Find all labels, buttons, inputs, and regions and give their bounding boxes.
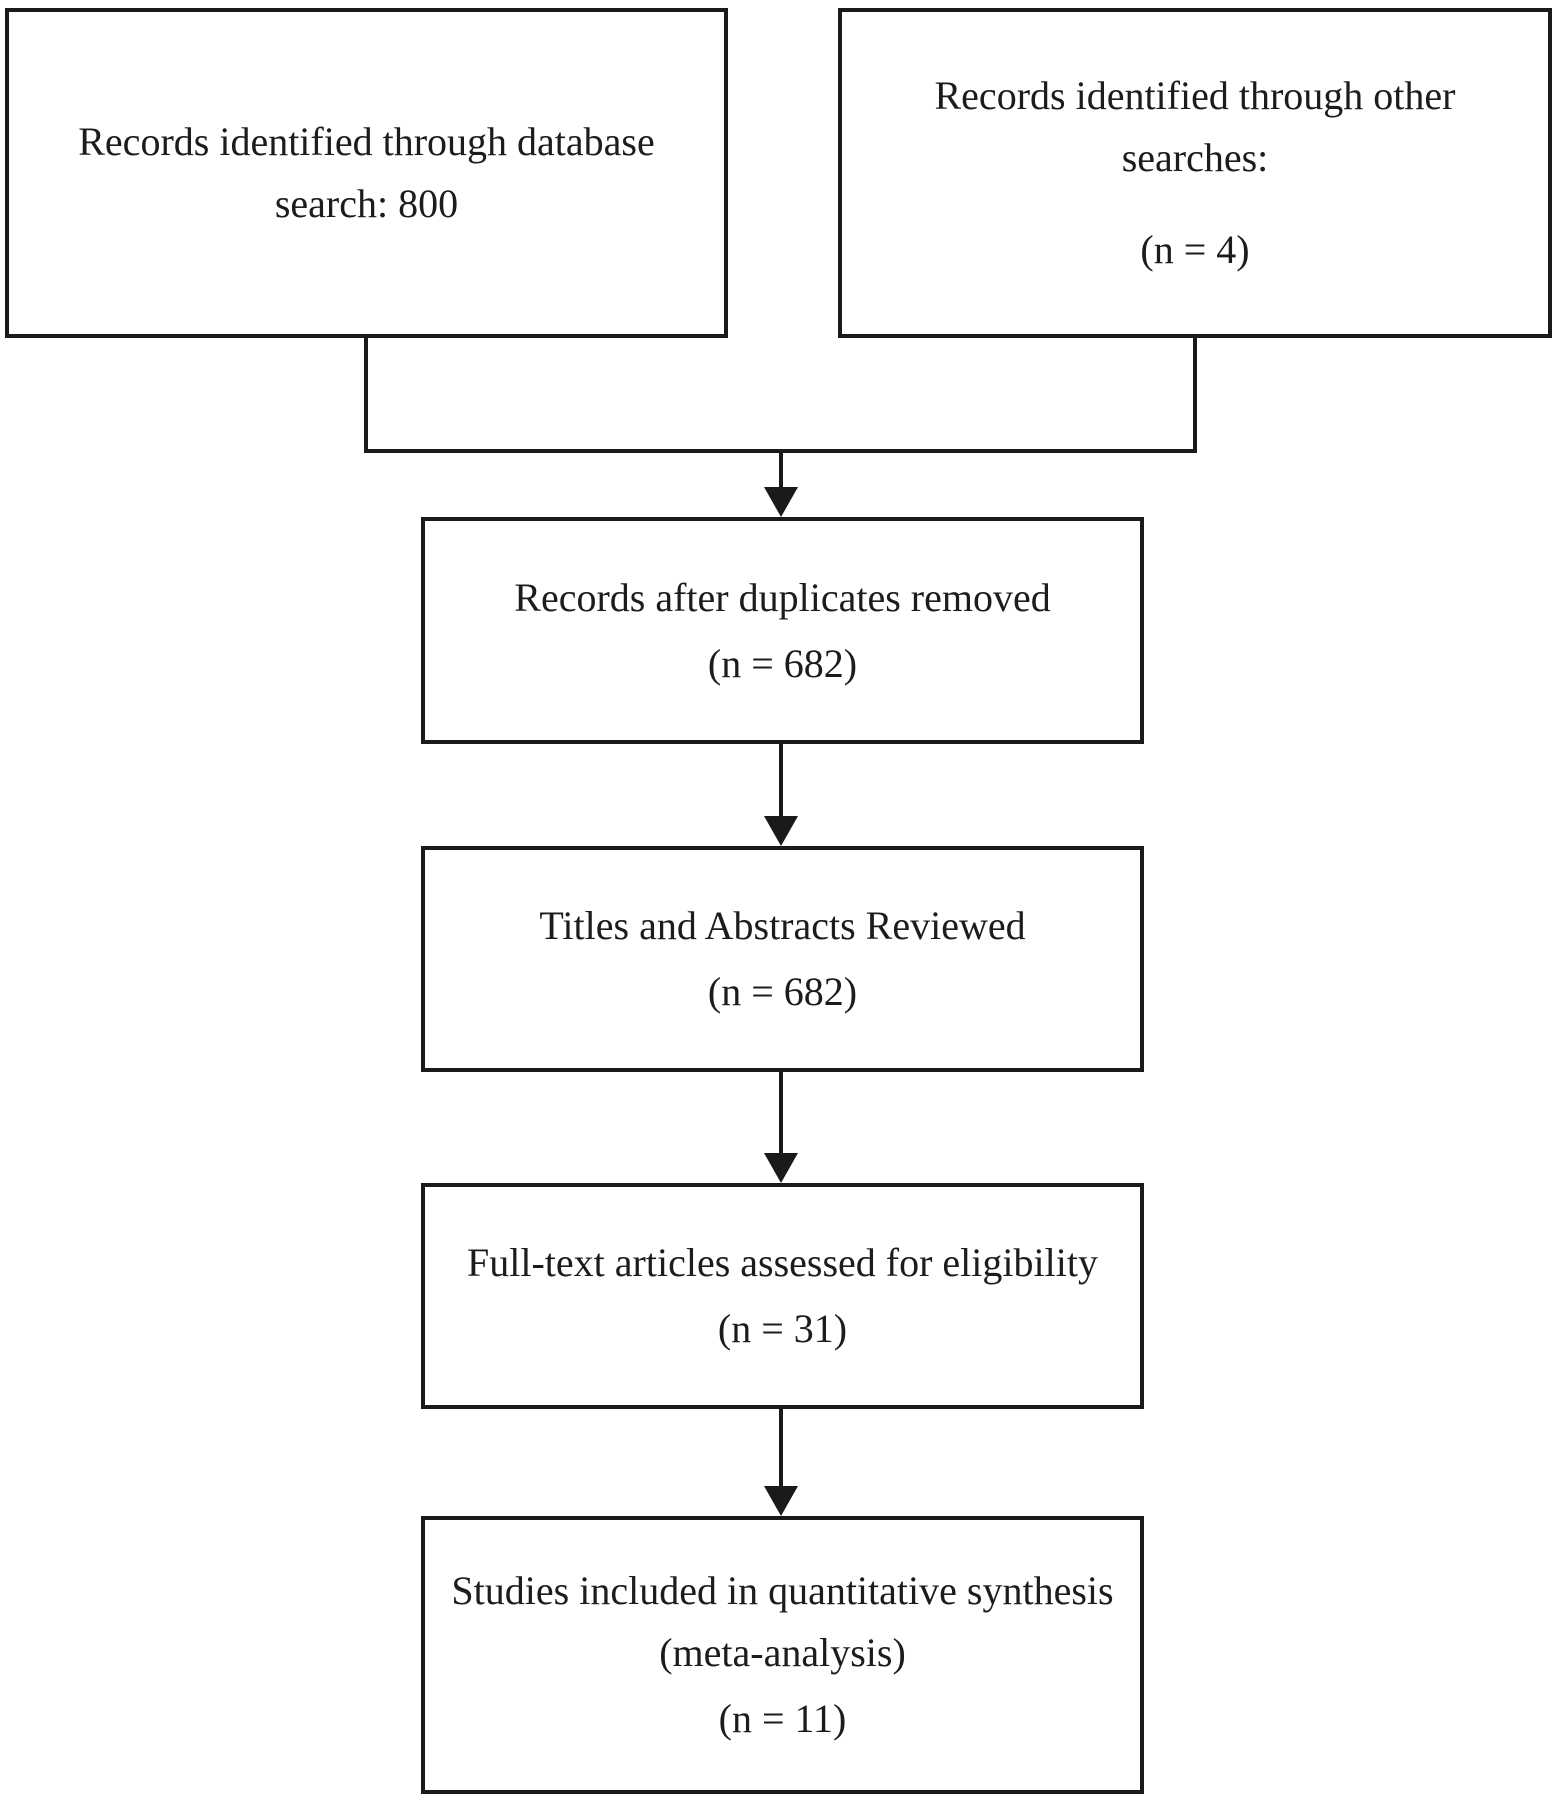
box-records-other-searches: Records identified through other searche… xyxy=(838,8,1552,338)
connector-drop-left-line xyxy=(364,336,368,453)
arrow-down-icon xyxy=(764,1486,798,1516)
box-text-line: Records after duplicates removed xyxy=(514,574,1051,620)
box-text-line: Studies included in quantitative synthes… xyxy=(451,1568,1114,1613)
box-records-after-duplicates-removed: Records after duplicates removed (n = 68… xyxy=(421,517,1144,744)
arrow-down-icon xyxy=(764,816,798,846)
box-fulltext-assessed-eligibility: Full-text articles assessed for eligibil… xyxy=(421,1183,1144,1409)
box-studies-included-quantitative-synthesis: Studies included in quantitative synthes… xyxy=(421,1516,1144,1794)
connector-drop-right-line xyxy=(1193,336,1197,453)
box-text-line: Records identified through database xyxy=(78,119,655,164)
arrow-down-icon xyxy=(764,1153,798,1183)
box-text-line: (meta-analysis) xyxy=(659,1630,906,1675)
box-count-line: (n = 682) xyxy=(707,969,858,1014)
flow-arrow-stem xyxy=(779,449,783,489)
box-text-line: searches: xyxy=(1121,135,1269,180)
flow-arrow-stem xyxy=(779,1072,783,1155)
box-text-line: Full-text articles assessed for eligibil… xyxy=(467,1240,1098,1285)
flow-arrow-stem xyxy=(779,743,783,818)
box-count-line: (n = 4) xyxy=(1140,227,1250,272)
flow-arrow-stem xyxy=(779,1409,783,1488)
box-records-database-search: Records identified through database sear… xyxy=(5,8,728,338)
arrow-down-icon xyxy=(764,487,798,517)
box-count-line: (n = 11) xyxy=(718,1696,847,1741)
box-count-line: (n = 682) xyxy=(707,640,858,686)
box-text-line: Records identified through other xyxy=(934,73,1456,118)
box-text-line: search: 800 xyxy=(274,181,459,226)
box-count-line: (n = 31) xyxy=(717,1306,848,1351)
box-text-line: Titles and Abstracts Reviewed xyxy=(539,903,1026,948)
box-titles-abstracts-reviewed: Titles and Abstracts Reviewed (n = 682) xyxy=(421,846,1144,1072)
